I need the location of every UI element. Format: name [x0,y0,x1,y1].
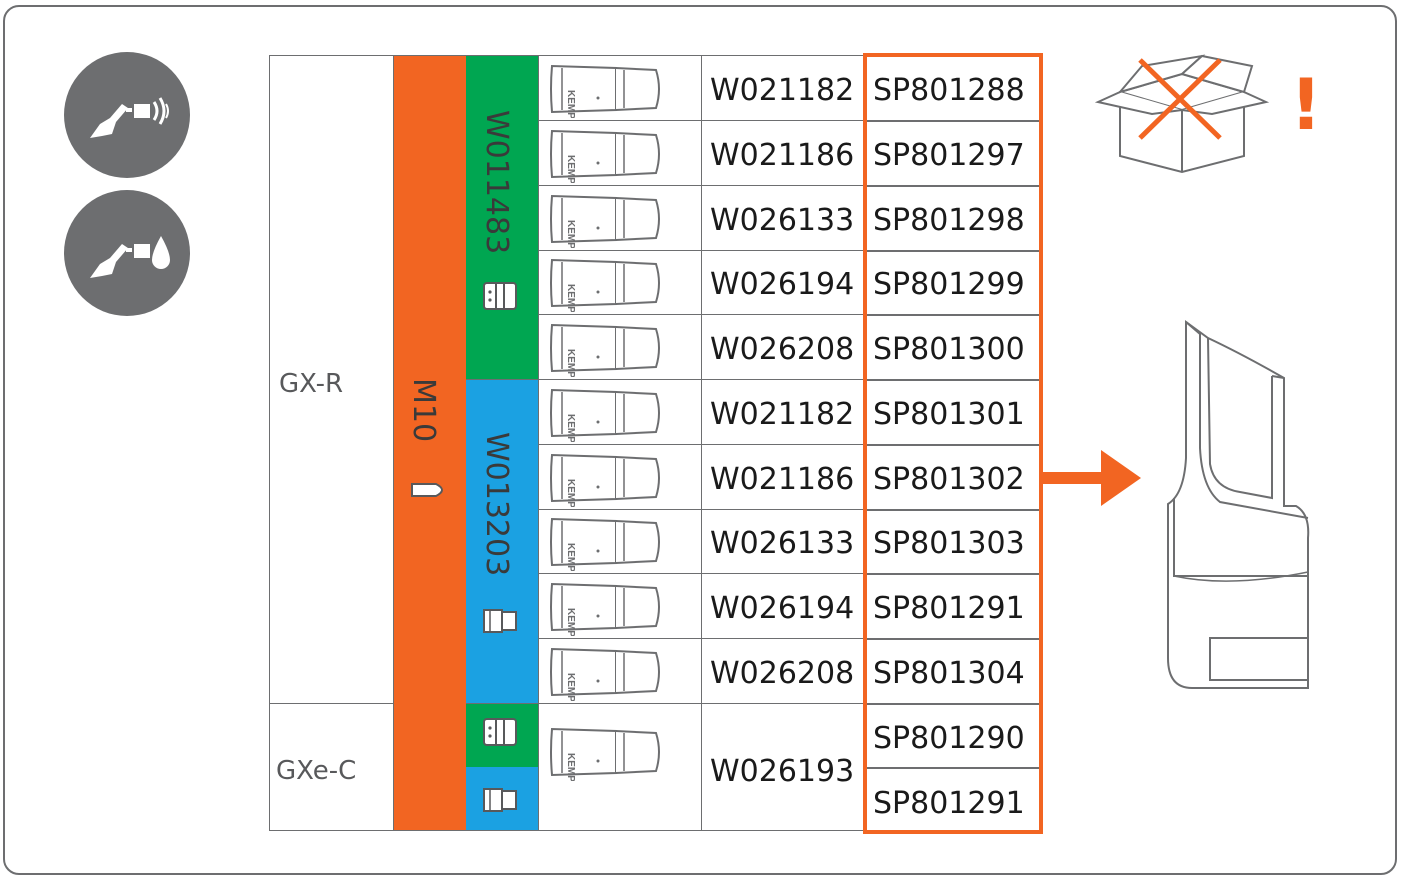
sp-code: SP801290 [873,721,1025,756]
torch-wireless-icon [64,52,190,178]
gas-nozzle-icon: KEMPPI [550,582,660,636]
gas-nozzle-icon: KEMPPI [550,388,660,442]
diffuser-icon [483,788,517,812]
sp-column-highlight [863,53,1043,834]
sp-code: SP801303 [873,526,1025,561]
group-code-1: W011483 [479,110,514,255]
sp-code: SP801291 [873,591,1025,626]
nozzle-code: W026208 [710,656,855,691]
svg-text:KEMPPI: KEMPPI [565,220,576,248]
diffuser-icon [483,609,517,633]
gas-nozzle-icon: KEMPPI [550,517,660,571]
svg-text:KEMPPI: KEMPPI [565,673,576,701]
sp-code: SP801288 [873,73,1025,108]
nozzle-code: W026133 [710,526,855,561]
svg-text:KEMPPI: KEMPPI [565,90,576,118]
gas-nozzle-icon: KEMPPI [550,64,660,118]
nozzle-code: W021182 [710,397,855,432]
nozzle-code: W026194 [710,591,855,626]
gas-nozzle-icon: KEMPPI [550,258,660,312]
torch-liquid-cooled-icon [64,190,190,316]
gas-nozzle-icon: KEMPPI [550,323,660,377]
family-gxe-c: GXe-C [276,756,357,786]
gas-nozzle-icon: KEMPPI [550,129,660,183]
no-packaging-box-icon [1094,54,1270,174]
nozzle-code: W021186 [710,138,855,173]
nozzle-code: W021182 [710,73,855,108]
thread-label: M10 [406,378,441,443]
svg-text:KEMPPI: KEMPPI [565,155,576,183]
arrow-right-icon [1043,450,1141,506]
family-gx-r: GX-R [279,369,344,399]
sp-code: SP801300 [873,332,1025,367]
thread-column [394,55,466,831]
diffuser-icon [483,282,517,310]
sp-code: SP801299 [873,267,1025,302]
svg-text:KEMPPI: KEMPPI [565,608,576,636]
svg-text:KEMPPI: KEMPPI [565,284,576,312]
sp-code: SP801297 [873,138,1025,173]
gas-nozzle-icon: KEMPPI [550,194,660,248]
nozzle-code: W021186 [710,462,855,497]
sp-code: SP801301 [873,397,1025,432]
gas-nozzle-icon: KEMPPI [550,647,660,701]
svg-text:KEMPPI: KEMPPI [565,753,576,781]
svg-text:KEMPPI: KEMPPI [565,479,576,507]
warning-mark: ! [1290,64,1322,146]
group-blue [466,379,538,703]
sp-code: SP801291 [873,786,1025,821]
gas-nozzle-icon: KEMPPI [550,727,660,781]
group-green [466,55,538,379]
group-code-2: W013203 [479,432,514,577]
svg-text:KEMPPI: KEMPPI [565,414,576,442]
sp-code: SP801298 [873,203,1025,238]
nozzle-code: W026193 [710,754,855,789]
nozzle-code: W026133 [710,203,855,238]
svg-text:KEMPPI: KEMPPI [565,349,576,377]
nozzle-code: W026194 [710,267,855,302]
gas-nozzle-icon: KEMPPI [550,453,660,507]
sp-code: SP801304 [873,656,1025,691]
sp-code: SP801302 [873,462,1025,497]
nozzle-code: W026208 [710,332,855,367]
nozzle-holder-icon [1167,320,1310,689]
svg-text:KEMPPI: KEMPPI [565,543,576,571]
diffuser-icon [483,718,517,746]
contact-tip-icon [411,483,443,497]
